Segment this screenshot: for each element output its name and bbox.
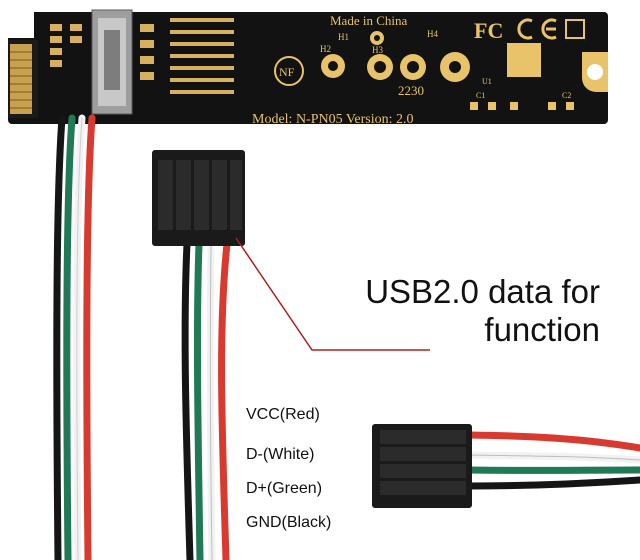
pin-label-d-plus: D+(Green) [246, 480, 323, 497]
m2-adapter-board: Made in China FC NF H1 H2 H3 H4 2230 U1 … [8, 9, 608, 127]
nf-logo-text: NF [279, 65, 295, 79]
component-u1: U1 [482, 77, 492, 86]
u1-pad [507, 43, 541, 77]
hole-label-h3: H3 [372, 45, 383, 55]
pin-pads [170, 18, 234, 94]
dupont-connector-top [152, 150, 245, 560]
callout-line-2: function [484, 311, 600, 348]
pcb [8, 12, 608, 124]
callout-line [235, 237, 430, 351]
fcc-logo: FC [474, 18, 503, 43]
component-c1: C1 [476, 91, 485, 100]
ce-logo [517, 18, 585, 40]
mounting-holes [321, 31, 470, 82]
model-label: Model: N-PN05 Version: 2.0 [252, 112, 414, 127]
pin-label-vcc: VCC(Red) [246, 406, 320, 423]
hole-label-h1: H1 [338, 32, 349, 42]
callout-headline: USB2.0 data for function [280, 273, 600, 349]
solder-pads [50, 24, 154, 80]
nf-logo [274, 56, 304, 86]
component-c2: C2 [562, 91, 571, 100]
size-label: 2230 [398, 83, 424, 98]
edge-connector [8, 12, 38, 118]
hole-label-h4: H4 [427, 29, 438, 39]
callout-line-1: USB2.0 data for [365, 273, 600, 310]
dupont-connector-bottom [372, 424, 640, 508]
pin-label-d-minus: D-(White) [246, 446, 315, 463]
made-in-label: Made in China [330, 13, 407, 28]
metal-socket [91, 9, 133, 115]
hole-label-h2: H2 [320, 44, 331, 54]
cable-bundle-left [53, 114, 96, 560]
pin-label-gnd: GND(Black) [246, 514, 332, 531]
